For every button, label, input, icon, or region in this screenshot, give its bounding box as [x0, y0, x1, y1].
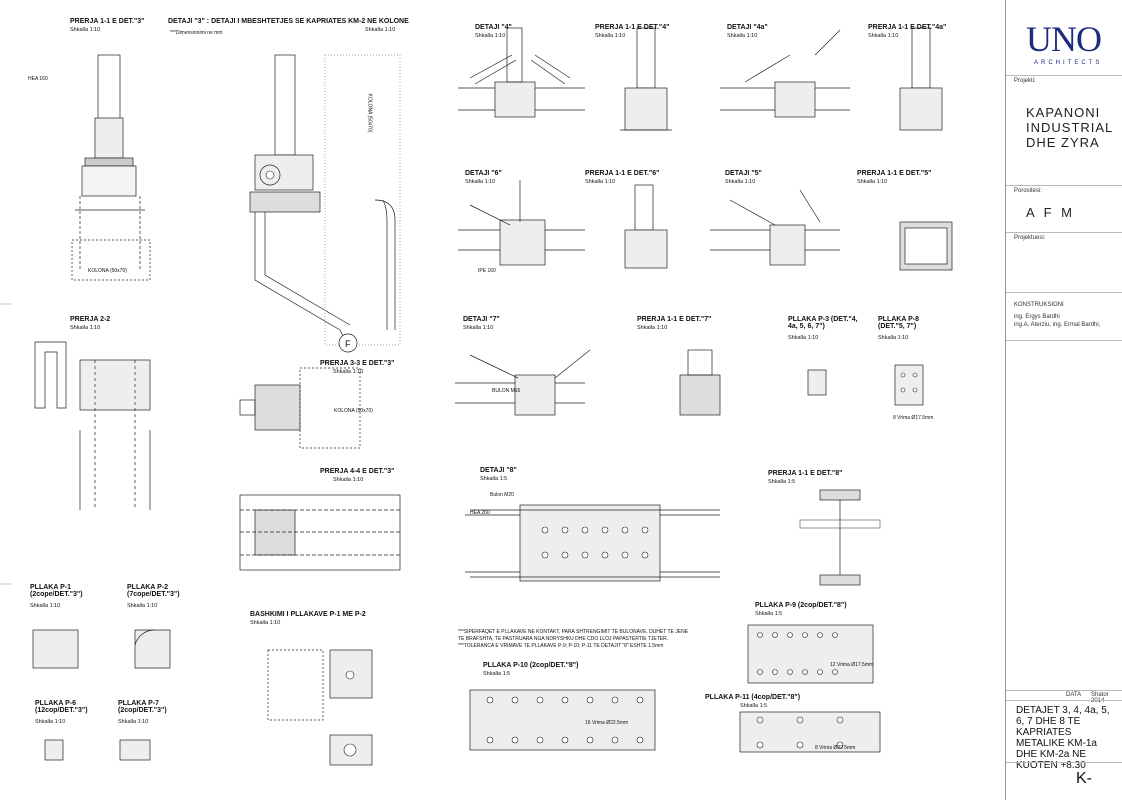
structure-label: KONSTRUKSIONI	[1014, 302, 1064, 308]
client-label: Porositesi:	[1014, 188, 1043, 194]
detail-title: DETAJI "5"	[725, 170, 762, 177]
detail-scale: Shkalla 1:10	[463, 325, 494, 331]
detail-title: PLLAKA P-3 (DET."4, 4a, 5, 6, 7")	[788, 316, 858, 330]
detail-scale: Shkalla 1:10	[333, 477, 364, 483]
detail-scale: Shkalla 1:10	[70, 325, 101, 331]
detail-title: PLLAKA P-6 (12cop/DET."3")	[35, 700, 88, 714]
member-label: IPE 160	[478, 268, 496, 274]
engineer-names: ing. Ergys Bardhi	[1014, 314, 1060, 320]
section-marker-f	[338, 333, 358, 353]
detail-scale: Shkalla 1:10	[70, 27, 101, 33]
detail-scale: Shkalla 1:10	[365, 27, 396, 33]
hole-label: 8 Vrima Ø22.5mm	[815, 745, 856, 751]
detail-scale: Shkalla 1:5	[740, 703, 768, 709]
detail-title: DETAJI "4a"	[727, 24, 768, 31]
detail-scale: Shkalla 1:10	[857, 179, 888, 185]
project-label: Projekti:	[1014, 78, 1036, 84]
column-hea160-top	[97, 54, 121, 121]
contact-note: ***SIPERFAQET E PLLAKAVE NE KONTAKT, PAR…	[458, 629, 689, 635]
detail-scale: Shkalla 1:10	[127, 603, 158, 609]
hole-label: 12 Vrima Ø17.5mm	[830, 662, 874, 668]
detail-scale: Shkalla 1:10	[475, 33, 506, 39]
engineer-names: ing.A. Aterziu, ing. Ermal Bardhi,	[1014, 322, 1101, 328]
bolt-label: BULON M16	[492, 388, 521, 394]
detail-title: DETAJI "7"	[463, 316, 500, 323]
company-logo-sub: ARCHITECTS	[1034, 60, 1103, 66]
detail-scale: Shkalla 1:5	[483, 671, 511, 677]
detail-title: PLLAKA P-9 (2cop/DET."8")	[755, 602, 847, 609]
detail-title: DETAJI "6"	[465, 170, 502, 177]
detail-title: PRERJA 1-1 E DET."5"	[857, 170, 932, 177]
detail-scale: Shkalla 1:10	[585, 179, 616, 185]
column-label: KOLONA (50x70)	[88, 268, 127, 274]
column-label: KOLONA (50x70)	[334, 408, 373, 414]
section-marker-f-label: F	[345, 339, 351, 349]
detail-scale: Shkalla 1:10	[868, 33, 899, 39]
detail-scale: Shkalla 1:10	[333, 369, 364, 375]
detail-scale: Shkalla 1:10	[727, 33, 758, 39]
hole-label: 16 Vrima Ø22.5mm	[585, 720, 629, 726]
detail-title: PRERJA 1-1 E DET."7"	[637, 316, 712, 323]
detail-scale: Shkalla 1:5	[768, 479, 796, 485]
title-block: UNO ARCHITECTS Projekti: KAPANONI INDUST…	[1005, 0, 1122, 800]
drawing-title: DETAJET 3, 4, 4a, 5, 6, 7 DHE 8 TE KAPRI…	[1016, 705, 1110, 771]
drawing-canvas	[0, 27, 953, 766]
detail-title: PLLAKA P-11 (4cop/DET."8")	[705, 694, 801, 701]
detail-scale: Shkalla 1:10	[30, 603, 61, 609]
contact-note: TE BRAFSHTA, TE PASTRUARA NGA NDRYSHKU D…	[458, 636, 669, 642]
detail-scale: Shkalla 1:10	[637, 325, 668, 331]
client-name: A F M	[1026, 205, 1075, 220]
detail-scale: Shkalla 1:10	[595, 33, 626, 39]
detail-title: DETAJI "8"	[480, 467, 517, 474]
column-hea160-det3	[274, 54, 296, 156]
detail-scale: Shkalla 1:10	[788, 335, 819, 341]
detail-title: PRERJA 1-1 E DET."4a"	[868, 24, 947, 31]
detail-title: PLLAKA P-8 (DET."5, 7")	[878, 316, 919, 330]
detail-title: PLLAKA P-10 (2cop/DET."8")	[483, 662, 579, 669]
member-label: HEA 260	[470, 510, 490, 516]
detail-title: DETAJI "3" : DETAJI I MBESHTETJES SE KAP…	[168, 18, 409, 25]
column-label: KOLONA (50x70)	[366, 93, 373, 133]
detail-title: PLLAKA P-7 (2cop/DET."3")	[118, 700, 167, 714]
hole-label: 8 Vrima Ø17.5mm	[893, 415, 934, 421]
detail-title: PRERJA 3-3 E DET."3"	[320, 360, 395, 367]
detail-scale: Shkalla 1:10	[725, 179, 756, 185]
project-name: KAPANONI INDUSTRIAL DHE ZYRA	[1026, 105, 1113, 150]
detail-title: PLLAKA P-1 (2cope/DET."3")	[30, 584, 83, 598]
date-value: Shator 2014	[1091, 692, 1109, 704]
tolerance-note: ***TOLERANCA E VRIMAVE TE PLLAKAVE P-9; …	[458, 643, 664, 649]
member-label: HEA 160	[28, 76, 48, 82]
detail-scale: Shkalla 1:10	[118, 719, 149, 725]
detail-title: PRERJA 4-4 E DET."3"	[320, 468, 395, 475]
detail-scale: Shkalla 1:10	[250, 620, 281, 626]
sheet-number: K-	[1076, 770, 1092, 787]
dimension-note: ***Dimensionimi ne mm	[170, 30, 223, 36]
detail-title: PRERJA 1-1 E DET."6"	[585, 170, 660, 177]
detail-title: BASHKIMI I PLLAKAVE P-1 ME P-2	[250, 611, 366, 618]
detail-title: PRERJA 2-2	[70, 316, 111, 323]
detail-title: PRERJA 1-1 E DET."4"	[595, 24, 670, 31]
company-logo: UNO	[1026, 19, 1102, 59]
bracket-section	[34, 341, 67, 409]
designer-label: Projektuesi:	[1014, 235, 1046, 241]
bolt-label: Bulon M20	[490, 492, 514, 498]
detail-scale: Shkalla 1:10	[465, 179, 496, 185]
detail-title: PLLAKA P-2 (7cope/DET."3")	[127, 584, 180, 598]
date-label: DATA	[1066, 692, 1082, 698]
detail-title: PRERJA 1-1 E DET."8"	[768, 470, 843, 477]
detail-title: PRERJA 1-1 E DET."3"	[70, 18, 145, 25]
detail-scale: Shkalla 1:5	[755, 611, 783, 617]
detail-scale: Shkalla 1:10	[35, 719, 66, 725]
detail-scale: Shkalla 1:5	[480, 476, 508, 482]
detail-scale: Shkalla 1:10	[878, 335, 909, 341]
detail-title: DETAJI "4"	[475, 24, 512, 31]
